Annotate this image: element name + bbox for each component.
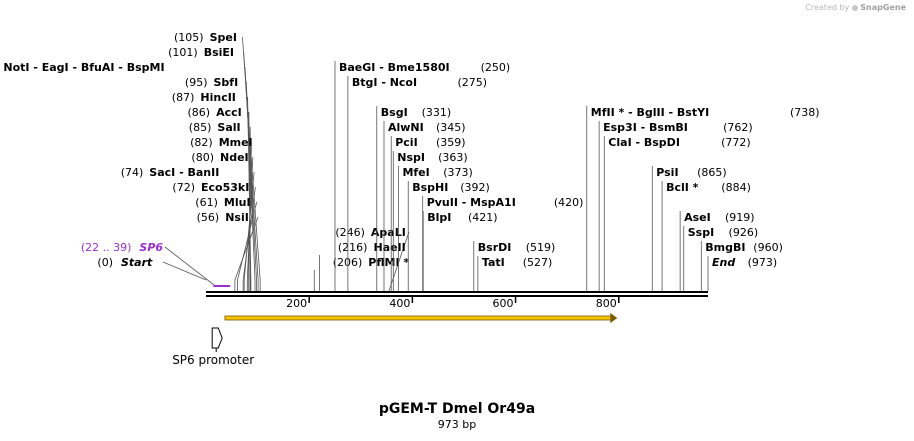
site-pos-tati: (527) xyxy=(523,256,553,269)
site-name-haeii: HaeII xyxy=(373,241,405,254)
site-name-alwni: AlwNI xyxy=(388,121,424,134)
site-leader-mmei xyxy=(247,141,252,281)
site-pos-haeii: (216) xyxy=(338,241,368,254)
site-leader-mlui xyxy=(237,201,258,281)
site-pos-sali: (85) xyxy=(189,121,212,134)
site-pos-bmgbi: (960) xyxy=(753,241,783,254)
site-name-pvuii: PvuII - MspA1I xyxy=(427,196,516,209)
gene-arrow-head xyxy=(610,313,618,323)
map-length: 973 bp xyxy=(437,418,477,431)
site-name-bsphi: BspHI xyxy=(412,181,448,194)
site-pos-sspi: (926) xyxy=(729,226,759,239)
site-name-esp3i: Esp3I - BsmBI xyxy=(603,121,688,134)
site-leader-start xyxy=(162,261,207,281)
site-pos-mfii: (738) xyxy=(790,106,820,119)
site-pos-sbfi: (95) xyxy=(185,76,208,89)
site-name-bcli: BclI * xyxy=(666,181,699,194)
site-pos-pvuii: (420) xyxy=(554,196,584,209)
site-leader-sp6 xyxy=(164,246,216,287)
site-name-tati: TatI xyxy=(482,256,505,269)
site-name-bsgi: BsgI xyxy=(381,106,408,119)
site-name-spei: SpeI xyxy=(210,31,237,44)
site-name-pflmi: PflMI * xyxy=(368,256,409,269)
site-pos-clai: (772) xyxy=(721,136,751,149)
site-name-eco53ki: Eco53kI xyxy=(201,181,249,194)
sp6-promoter-arrow xyxy=(211,327,223,349)
site-name-hincii: HincII xyxy=(200,91,236,104)
site-pos-nsii: (56) xyxy=(197,211,220,224)
site-pos-mfei: (373) xyxy=(443,166,473,179)
site-pos-ndei: (80) xyxy=(191,151,214,164)
ruler-label-800: 800 xyxy=(596,297,617,310)
site-name-apali: ApaLI xyxy=(371,226,406,239)
site-pos-pcii: (359) xyxy=(436,136,466,149)
site-leader-apali xyxy=(388,231,410,292)
site-pos-start: (0) xyxy=(97,256,113,269)
site-leader-nsii xyxy=(234,216,259,281)
site-name-psii: PsiI xyxy=(656,166,678,179)
site-pos-saci: (74) xyxy=(121,166,144,179)
site-name-sp6: SP6 xyxy=(139,241,163,254)
site-pos-spei: (105) xyxy=(174,31,204,44)
site-name-mmei: MmeI xyxy=(219,136,253,149)
site-pos-sp6: (22 .. 39) xyxy=(81,241,132,254)
site-pos-end: (973) xyxy=(748,256,778,269)
site-pos-apali: (246) xyxy=(335,226,365,239)
ruler-label-600: 600 xyxy=(493,297,514,310)
site-name-noti: NotI - EagI - BfuAI - BspMI xyxy=(3,61,164,74)
site-name-start: Start xyxy=(121,256,153,269)
site-name-end: End xyxy=(712,256,735,269)
site-name-nspi: NspI xyxy=(397,151,425,164)
sp6-promoter-label: SP6 promoter xyxy=(172,353,254,367)
site-name-asei: AseI xyxy=(684,211,711,224)
credit-brand: SnapGene xyxy=(860,3,906,12)
site-pos-mmei: (82) xyxy=(190,136,213,149)
map-title: pGEM-T Dmel Or49a xyxy=(378,401,536,417)
site-name-bsiei: BsiEI xyxy=(204,46,234,59)
site-pos-bsgi: (331) xyxy=(422,106,452,119)
site-pos-mlui: (61) xyxy=(195,196,218,209)
site-pos-baegi: (250) xyxy=(481,61,511,74)
site-name-acci: AccI xyxy=(216,106,242,119)
site-name-clai: ClaI - BspDI xyxy=(608,136,680,149)
site-name-sali: SalI xyxy=(217,121,240,134)
gene-arrow-body xyxy=(224,315,612,321)
site-name-bsrdi: BsrDI xyxy=(478,241,512,254)
ruler-label-400: 400 xyxy=(389,297,410,310)
site-pos-bcli: (884) xyxy=(721,181,751,194)
site-name-pcii: PciI xyxy=(395,136,417,149)
map-title-block: pGEM-T Dmel Or49a 973 bp xyxy=(0,401,914,431)
snapgene-credit: Created by SnapGene xyxy=(805,3,906,12)
credit-prefix: Created by xyxy=(805,3,850,12)
site-pos-bsiei: (101) xyxy=(168,46,198,59)
site-pos-nspi: (363) xyxy=(438,151,468,164)
site-pos-bsphi: (392) xyxy=(460,181,490,194)
site-name-sspi: SspI xyxy=(688,226,714,239)
site-name-btgi: BtgI - NcoI xyxy=(352,76,417,89)
site-name-baegi: BaeGI - Bme1580I xyxy=(339,61,450,74)
site-name-mlui: MluI xyxy=(224,196,251,209)
site-name-bmgbi: BmgBI xyxy=(705,241,745,254)
site-name-mfei: MfeI xyxy=(402,166,429,179)
site-pos-btgi: (275) xyxy=(457,76,487,89)
site-name-sbfi: SbfI xyxy=(214,76,239,89)
site-pos-eco53ki: (72) xyxy=(172,181,195,194)
snapgene-logo-icon xyxy=(852,4,859,11)
site-name-mfii: MfII * - BglII - BstYI xyxy=(591,106,709,119)
site-pos-alwni: (345) xyxy=(436,121,466,134)
site-name-ndei: NdeI xyxy=(220,151,249,164)
site-pos-blpi: (421) xyxy=(468,211,498,224)
site-pos-bsrdi: (519) xyxy=(526,241,556,254)
site-pos-hincii: (87) xyxy=(172,91,195,104)
ruler-label-200: 200 xyxy=(286,297,307,310)
site-pos-psii: (865) xyxy=(697,166,727,179)
site-pos-esp3i: (762) xyxy=(723,121,753,134)
site-name-saci: SacI - BanII xyxy=(149,166,219,179)
site-name-blpi: BlpI xyxy=(427,211,451,224)
site-name-nsii: NsiI xyxy=(225,211,249,224)
site-pos-asei: (919) xyxy=(725,211,755,224)
site-pos-acci: (86) xyxy=(188,106,211,119)
